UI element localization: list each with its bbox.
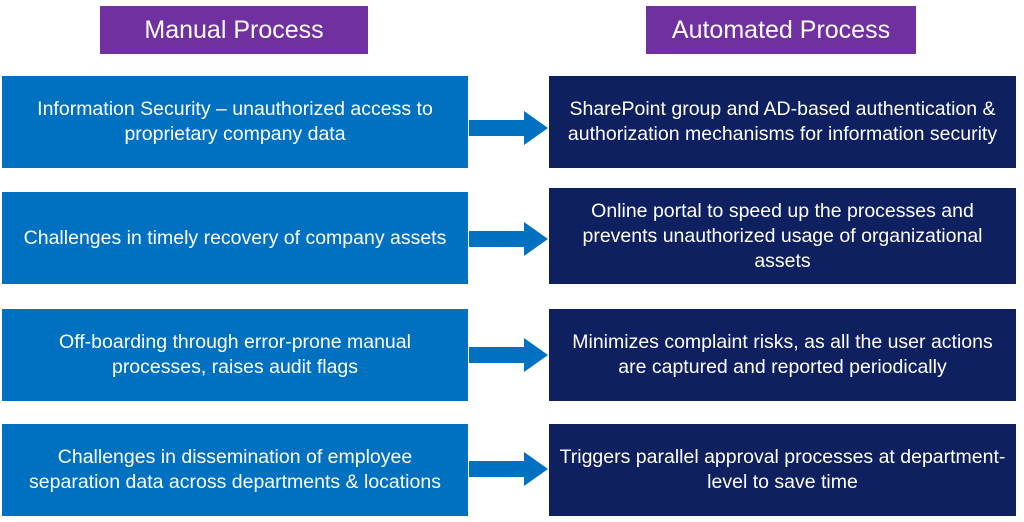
manual-box-data-dissemination: Challenges in dissemination of employee … [2,424,468,516]
automated-box-text: Online portal to speed up the processes … [582,199,983,272]
manual-box-text: Off-boarding through error-prone manual … [59,331,411,378]
arrow-right-icon [469,338,548,372]
manual-box-off-boarding: Off-boarding through error-prone manual … [2,309,468,401]
automated-box-text: Triggers parallel approval processes at … [559,446,1006,493]
arrow-right-icon [469,452,548,486]
automated-process-header: Automated Process [646,6,916,54]
automated-box-complaint-risks: Minimizes complaint risks, as all the us… [549,309,1016,401]
manual-box-text: Challenges in timely recovery of company… [23,226,447,249]
automated-box-sharepoint-auth: SharePoint group and AD-based authentica… [549,76,1016,168]
automated-process-header-label: Automated Process [671,15,891,44]
arrow-right-icon [469,111,548,145]
automated-box-parallel-approval: Triggers parallel approval processes at … [549,424,1016,516]
automated-box-online-portal: Online portal to speed up the processes … [549,188,1016,284]
manual-process-header-label: Manual Process [144,15,324,44]
automated-box-text: Minimizes complaint risks, as all the us… [572,331,993,378]
manual-box-text: Challenges in dissemination of employee … [29,446,441,493]
manual-box-text: Information Security – unauthorized acce… [37,98,433,145]
arrow-right-icon [469,222,548,256]
manual-box-asset-recovery: Challenges in timely recovery of company… [2,192,468,284]
automated-box-text: SharePoint group and AD-based authentica… [567,98,998,145]
manual-process-header: Manual Process [100,6,368,54]
manual-box-information-security: Information Security – unauthorized acce… [2,76,468,168]
